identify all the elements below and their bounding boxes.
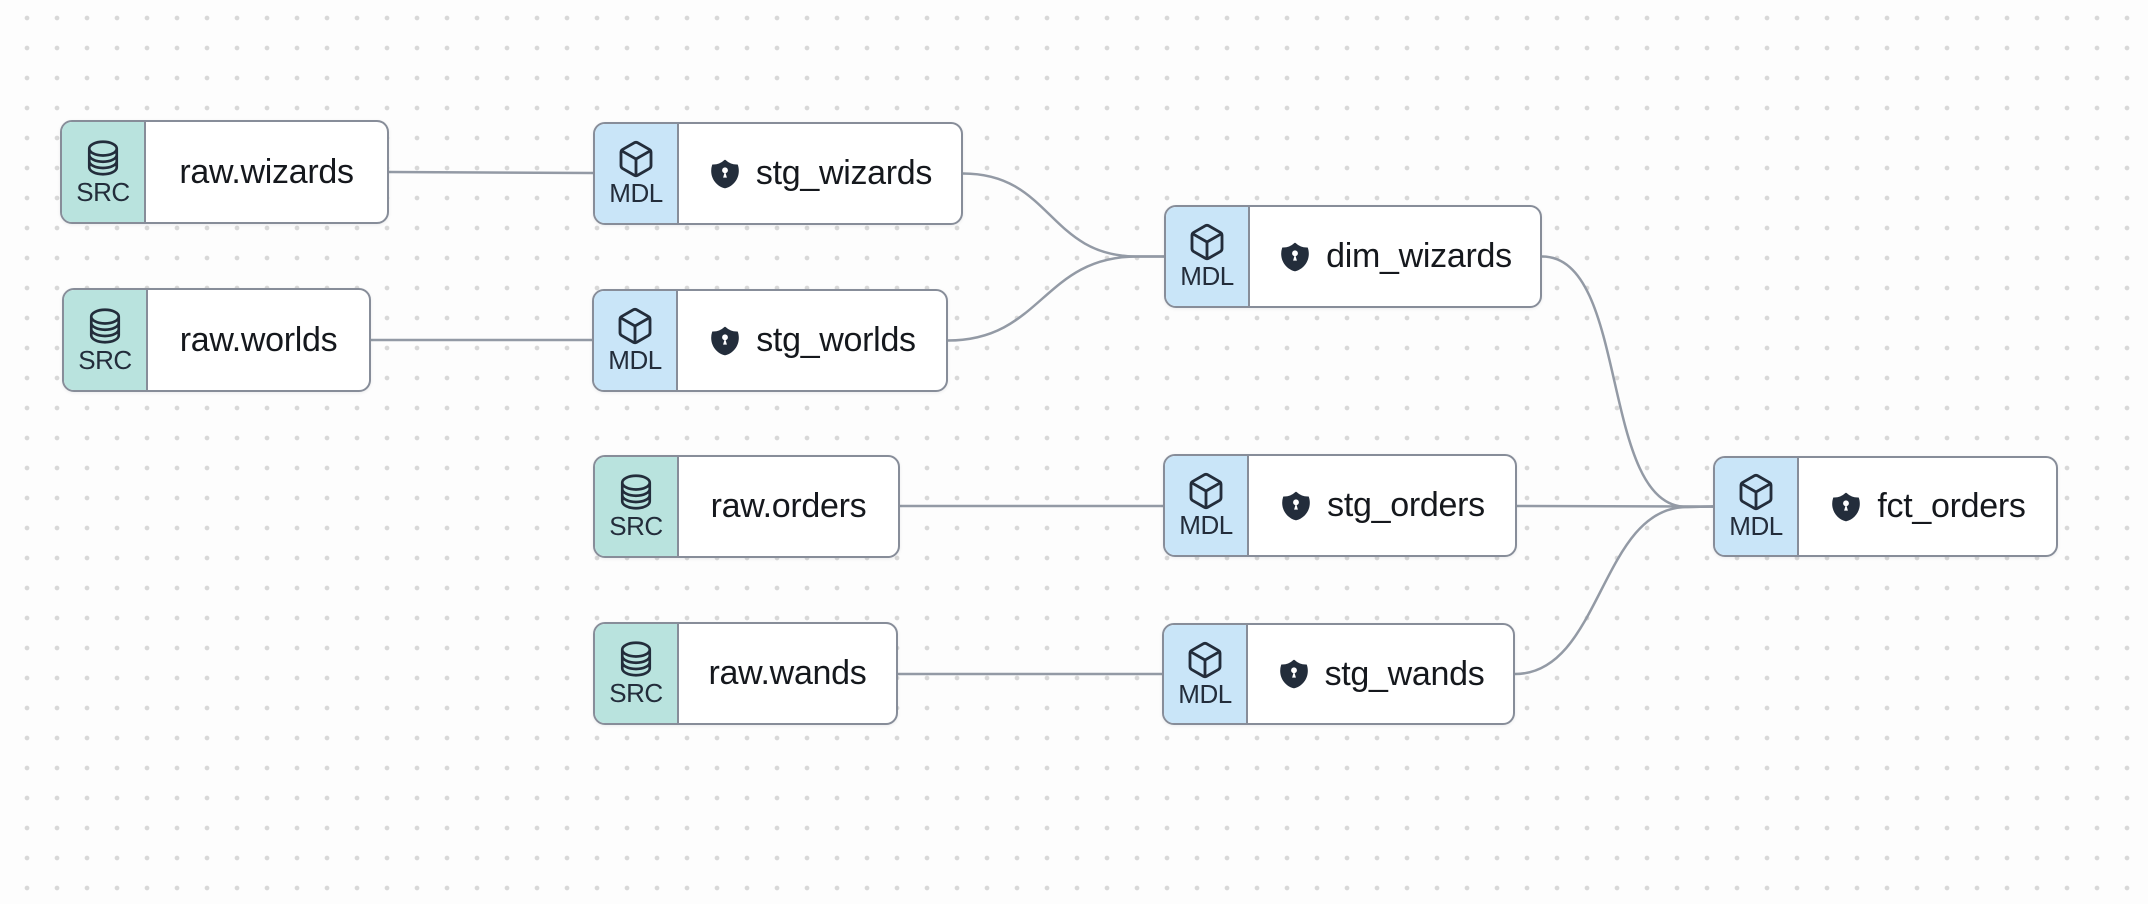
node-dim-wizards[interactable]: MDL dim_wizards bbox=[1164, 205, 1542, 308]
source-badge: SRC bbox=[64, 290, 148, 390]
node-raw-orders[interactable]: SRC raw.orders bbox=[593, 455, 900, 558]
node-label: raw.orders bbox=[710, 487, 867, 525]
shield-lock-icon bbox=[1277, 656, 1311, 692]
node-label: raw.wizards bbox=[179, 152, 354, 191]
badge-label: SRC bbox=[78, 344, 132, 375]
cube-icon bbox=[1186, 471, 1226, 511]
node-raw-wands[interactable]: SRC raw.wands bbox=[593, 622, 898, 725]
node-body: stg_orders bbox=[1249, 456, 1515, 555]
badge-label: SRC bbox=[76, 176, 130, 207]
badge-label: SRC bbox=[609, 678, 663, 709]
node-body: dim_wizards bbox=[1250, 207, 1540, 306]
model-badge: MDL bbox=[1164, 625, 1248, 723]
node-fct-orders[interactable]: MDL fct_orders bbox=[1713, 456, 2058, 557]
node-label: raw.worlds bbox=[179, 320, 338, 359]
database-icon bbox=[85, 306, 125, 346]
node-label: dim_wizards bbox=[1326, 237, 1512, 275]
badge-label: SRC bbox=[609, 511, 663, 542]
cube-icon bbox=[615, 306, 655, 346]
node-stg-wizards[interactable]: MDL stg_wizards bbox=[593, 122, 963, 225]
badge-label: MDL bbox=[608, 345, 662, 376]
database-icon bbox=[616, 639, 656, 679]
node-label: stg_wizards bbox=[755, 154, 933, 192]
badge-label: MDL bbox=[609, 178, 663, 209]
badge-label: MDL bbox=[1178, 678, 1232, 709]
source-badge: SRC bbox=[595, 624, 679, 723]
node-label: stg_wands bbox=[1324, 654, 1485, 693]
shield-lock-icon bbox=[1829, 489, 1863, 525]
cube-icon bbox=[616, 139, 656, 179]
shield-lock-icon bbox=[1279, 488, 1313, 524]
edge-stg-worlds-to-dim-wizards bbox=[946, 255, 1166, 342]
shield-lock-icon bbox=[708, 323, 742, 359]
cube-icon bbox=[1736, 472, 1776, 512]
edge-stg-wands-to-fct-orders bbox=[1513, 505, 1715, 676]
node-raw-worlds[interactable]: SRC raw.worlds bbox=[62, 288, 371, 392]
node-stg-worlds[interactable]: MDL stg_worlds bbox=[592, 289, 948, 392]
cube-icon bbox=[1187, 222, 1227, 262]
node-body: raw.orders bbox=[679, 457, 898, 556]
model-badge: MDL bbox=[594, 291, 678, 390]
edge-dim-wizards-to-fct-orders bbox=[1540, 255, 1715, 509]
shield-lock-icon bbox=[708, 156, 742, 192]
model-badge: MDL bbox=[1166, 207, 1250, 306]
node-body: raw.wizards bbox=[146, 122, 387, 222]
node-body: raw.wands bbox=[679, 624, 896, 723]
model-badge: MDL bbox=[1165, 456, 1249, 555]
database-icon bbox=[616, 472, 656, 512]
node-label: stg_orders bbox=[1327, 486, 1485, 524]
node-raw-wizards[interactable]: SRC raw.wizards bbox=[60, 120, 389, 224]
node-label: stg_worlds bbox=[756, 321, 916, 359]
badge-label: MDL bbox=[1179, 510, 1233, 541]
node-body: fct_orders bbox=[1799, 458, 2056, 555]
node-body: stg_worlds bbox=[678, 291, 946, 390]
node-body: stg_wizards bbox=[679, 124, 961, 223]
edge-raw-wizards-to-stg-wizards bbox=[387, 170, 595, 175]
edge-stg-wizards-to-dim-wizards bbox=[961, 172, 1166, 258]
node-body: stg_wands bbox=[1248, 625, 1513, 723]
badge-label: MDL bbox=[1180, 261, 1234, 292]
cube-icon bbox=[1185, 640, 1225, 680]
node-body: raw.worlds bbox=[148, 290, 369, 390]
node-label: fct_orders bbox=[1877, 487, 2026, 525]
database-icon bbox=[83, 138, 123, 178]
badge-label: MDL bbox=[1729, 511, 1783, 542]
model-badge: MDL bbox=[595, 124, 679, 223]
node-stg-wands[interactable]: MDL stg_wands bbox=[1162, 623, 1515, 725]
node-label: raw.wands bbox=[708, 654, 867, 692]
source-badge: SRC bbox=[62, 122, 146, 222]
source-badge: SRC bbox=[595, 457, 679, 556]
model-badge: MDL bbox=[1715, 458, 1799, 555]
shield-lock-icon bbox=[1278, 239, 1312, 275]
node-stg-orders[interactable]: MDL stg_orders bbox=[1163, 454, 1517, 557]
